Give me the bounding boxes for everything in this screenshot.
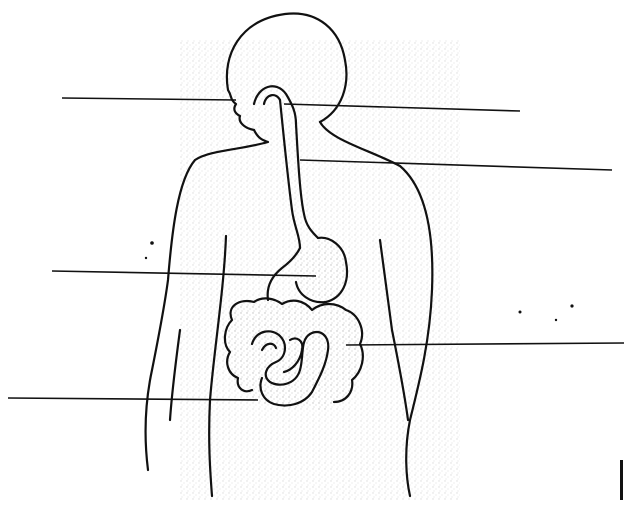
stray-mark xyxy=(145,257,147,259)
stray-mark xyxy=(555,319,557,321)
stray-mark xyxy=(570,304,573,307)
left-body-inner xyxy=(170,330,180,420)
stray-mark xyxy=(150,241,154,245)
edge-mark xyxy=(620,460,623,500)
stray-mark xyxy=(519,311,522,314)
